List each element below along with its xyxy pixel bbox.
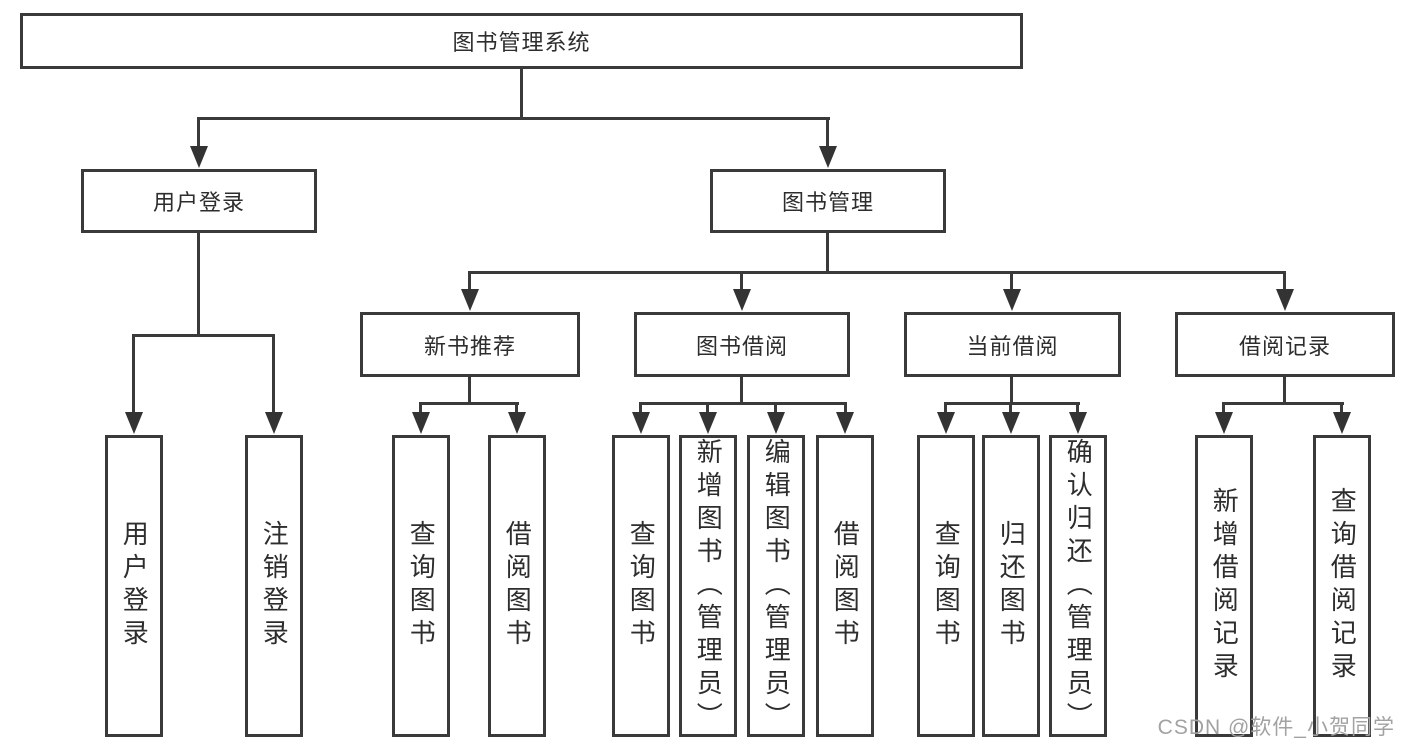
arrow-down-icon — [937, 412, 955, 434]
node-new-book-recommend: 新书推荐 — [360, 312, 580, 377]
node-current-borrow: 当前借阅 — [904, 312, 1121, 377]
leaf-borrow-books: 借阅图书 — [816, 435, 874, 737]
connector-line — [197, 117, 200, 148]
connector-line — [639, 402, 642, 414]
connector-line — [1010, 271, 1013, 291]
leaf-confirm-return-admin: 确认归还（管理员） — [1049, 435, 1107, 737]
connector-line — [1283, 271, 1286, 291]
connector-line — [1010, 377, 1013, 405]
connector-line — [419, 402, 422, 414]
node-user-login: 用户登录 — [81, 169, 317, 233]
csdn-watermark: CSDN @软件_小贺同学 — [1157, 716, 1395, 739]
leaf-borrow-books-recommend: 借阅图书 — [488, 435, 546, 737]
arrow-down-icon — [1002, 412, 1020, 434]
connector-line — [1222, 402, 1225, 414]
arrow-down-icon — [733, 289, 751, 311]
connector-line — [740, 377, 743, 405]
connector-line — [706, 402, 709, 414]
connector-line — [419, 402, 519, 405]
connector-line — [515, 402, 518, 414]
connector-line — [197, 233, 200, 337]
arrow-down-icon — [190, 146, 208, 168]
arrow-down-icon — [632, 412, 650, 434]
arrow-down-icon — [265, 412, 283, 434]
leaf-add-borrow-record: 新增借阅记录 — [1195, 435, 1253, 737]
node-label: 图书管理 — [781, 190, 874, 215]
leaf-logout: 注销登录 — [245, 435, 303, 737]
connector-line — [520, 69, 523, 119]
node-label: 借阅图书 — [830, 520, 861, 652]
node-label: 查询借阅记录 — [1327, 487, 1358, 685]
connector-line — [1076, 402, 1079, 414]
arrow-down-icon — [1069, 412, 1087, 434]
arrow-down-icon — [1003, 289, 1021, 311]
arrow-down-icon — [412, 412, 430, 434]
connector-line — [1340, 402, 1343, 414]
arrow-down-icon — [1215, 412, 1233, 434]
arrow-down-icon — [699, 412, 717, 434]
connector-line — [272, 334, 275, 414]
connector-line — [1009, 402, 1012, 414]
node-label: 图书借阅 — [695, 333, 788, 359]
connector-line — [826, 233, 829, 273]
node-label: 图书管理系统 — [452, 30, 591, 55]
connector-line — [844, 402, 847, 414]
arrow-down-icon — [125, 412, 143, 434]
node-book-management: 图书管理 — [710, 169, 946, 233]
node-label: 用户登录 — [152, 190, 245, 215]
node-borrow-records: 借阅记录 — [1175, 312, 1395, 377]
node-label: 新书推荐 — [423, 333, 516, 359]
node-library-management-system: 图书管理系统 — [20, 13, 1023, 69]
node-label: 注销登录 — [259, 520, 290, 652]
node-label: 确认归还（管理员） — [1063, 438, 1094, 735]
node-label: 编辑图书（管理员） — [761, 438, 792, 735]
connector-line — [740, 271, 743, 291]
node-book-borrow: 图书借阅 — [634, 312, 850, 377]
connector-line — [468, 271, 1286, 274]
leaf-user-login: 用户登录 — [105, 435, 163, 737]
connector-line — [197, 117, 830, 120]
leaf-query-borrow-record: 查询借阅记录 — [1313, 435, 1371, 737]
connector-line — [132, 334, 275, 337]
arrow-down-icon — [508, 412, 526, 434]
arrow-down-icon — [836, 412, 854, 434]
connector-line — [1222, 402, 1344, 405]
leaf-edit-books-admin: 编辑图书（管理员） — [747, 435, 805, 737]
node-label: 新增图书（管理员） — [693, 438, 724, 735]
leaf-return-books: 归还图书 — [982, 435, 1040, 737]
connector-line — [468, 377, 471, 405]
node-label: 当前借阅 — [966, 333, 1059, 359]
arrow-down-icon — [1276, 289, 1294, 311]
node-label: 借阅图书 — [502, 520, 533, 652]
connector-line — [826, 117, 829, 148]
node-label: 归还图书 — [996, 520, 1027, 652]
arrow-down-icon — [819, 146, 837, 168]
leaf-query-books-current: 查询图书 — [917, 435, 975, 737]
connector-line — [944, 402, 947, 414]
leaf-query-books-borrow: 查询图书 — [612, 435, 670, 737]
node-label: 用户登录 — [119, 520, 150, 652]
node-label: 查询图书 — [931, 520, 962, 652]
node-label: 查询图书 — [406, 520, 437, 652]
node-label: 新增借阅记录 — [1209, 487, 1240, 685]
node-label: 借阅记录 — [1238, 333, 1331, 359]
connector-line — [468, 271, 471, 291]
arrow-down-icon — [461, 289, 479, 311]
connector-line — [639, 402, 847, 405]
connector-line — [1283, 377, 1286, 405]
connector-line — [132, 334, 135, 414]
arrow-down-icon — [1333, 412, 1351, 434]
connector-line — [774, 402, 777, 414]
leaf-add-books-admin: 新增图书（管理员） — [679, 435, 737, 737]
connector-line — [944, 402, 1080, 405]
node-label: 查询图书 — [626, 520, 657, 652]
leaf-query-books-recommend: 查询图书 — [392, 435, 450, 737]
arrow-down-icon — [767, 412, 785, 434]
